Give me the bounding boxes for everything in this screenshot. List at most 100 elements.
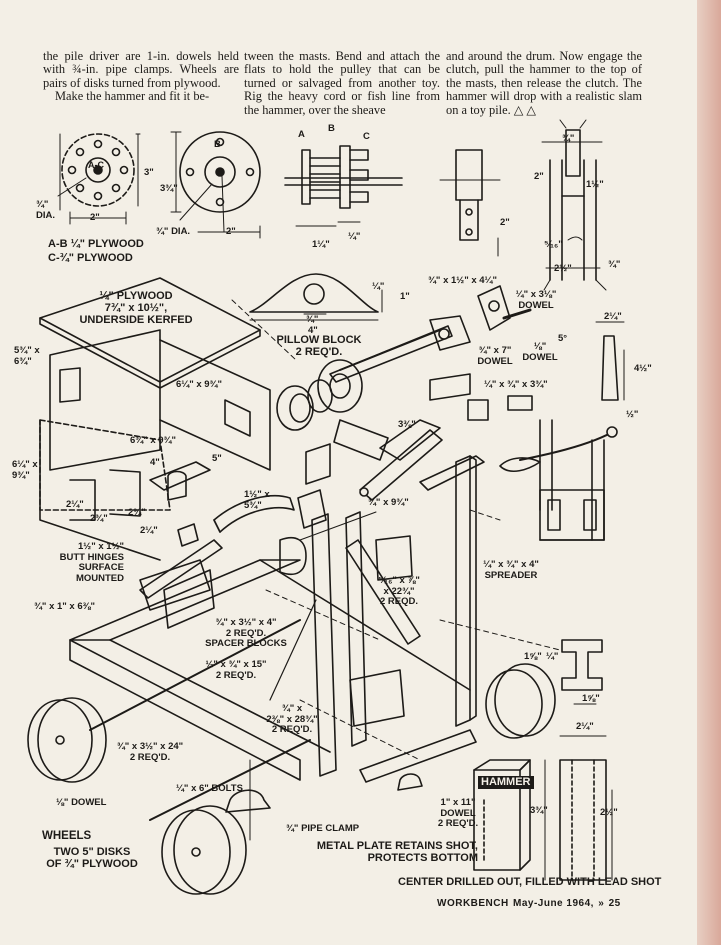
- drum-part-c-label: C: [363, 131, 370, 142]
- metal-plate-note: METAL PLATE RETAINS SHOT, PROTECTS BOTTO…: [316, 840, 478, 864]
- wheels-spec: TWO 5" DISKS OF ¾" PLYWOOD: [46, 846, 138, 870]
- curved-block-drawing: [149, 461, 295, 547]
- assembly-guide-lines: [231, 299, 561, 761]
- article-column-3: and around the drum. Now engage the clut…: [446, 49, 642, 117]
- window-3-label: 2¾": [128, 507, 146, 518]
- article-col2-para: tween the masts. Bend and attach the fla…: [244, 49, 440, 117]
- lever-length-label: 3⅜": [398, 419, 416, 430]
- disk-b-label: B: [214, 139, 221, 150]
- disk-b-width-label: 2": [226, 226, 236, 237]
- drum-side-view: [284, 145, 403, 227]
- plywood-ab-spec: A-B ¼" PLYWOOD: [48, 238, 144, 250]
- hammer-head-width-label: 1⅝": [524, 651, 542, 662]
- cab-side-spec: 5¾" x 6¾": [14, 345, 40, 367]
- cab-panels: [39, 329, 271, 561]
- crank-arm-spec: ¾" x 1½" x 4¼": [428, 275, 497, 286]
- article-col3-para: and around the drum. Now engage the clut…: [446, 49, 642, 117]
- pipe-clamp-spec: ¾" PIPE CLAMP: [286, 823, 360, 834]
- butt-hinges-spec: 1½" x 1½" BUTT HINGES SURFACE MOUNTED: [59, 541, 124, 584]
- issue-date: May-June 1964,: [513, 898, 594, 909]
- drum-flange-label: ¼": [348, 231, 361, 242]
- disk-b-drawing: [170, 131, 261, 239]
- base-frame: [69, 539, 471, 781]
- brake-height-label: 4½": [634, 363, 652, 374]
- cab-opening-width-label: 4": [150, 457, 160, 468]
- disk-hole-dia-label: ¾" DIA.: [36, 199, 55, 221]
- brace-spec: ½" x ¾" x 15" 2 REQ'D.: [205, 659, 267, 681]
- brake-lever-drawing: [297, 419, 443, 529]
- clutch-elevation: [499, 321, 625, 541]
- axle-dowel-spec: 1" x 11" DOWEL 2 REQ'D.: [437, 797, 479, 829]
- hammer-height-label: 3¾": [530, 805, 548, 816]
- brake-width-label: 2¼": [604, 311, 622, 322]
- clutch-depth-label: 1½": [586, 179, 604, 190]
- axle-pin-spec: ⅛" DOWEL: [56, 797, 107, 808]
- pillow-block-hole-label: ¾": [306, 314, 319, 325]
- disk-ac-height-label: 3": [144, 167, 154, 178]
- window-4-label: 2¼": [140, 525, 158, 536]
- mast-top-detail: [541, 119, 607, 291]
- cab-back-spec: 6¼" x 9¾": [176, 379, 222, 390]
- drum-part-b-label: B: [328, 123, 335, 134]
- clutch-detail-drawing: [439, 149, 501, 257]
- hammer-slot-label: ¼": [546, 651, 559, 662]
- mast-spacing-label: 2½": [554, 263, 572, 274]
- hammer-elevation: [544, 639, 613, 881]
- brake-strap-spec: ¼" x ¾" x 3¾": [484, 379, 548, 390]
- mast-thickness-label: ¾": [608, 259, 621, 270]
- hammer-cavity-label: 2½": [600, 807, 618, 818]
- cab-front-spec: 6¾" x 9¾": [130, 435, 176, 446]
- pillow-block-title: PILLOW BLOCK 2 REQ'D.: [276, 334, 362, 358]
- clutch-height-label: 2": [534, 171, 544, 182]
- article-col1-para2: Make the hammer and fit it be-: [55, 89, 210, 104]
- pillow-block-drawing: [249, 273, 383, 321]
- disk-ac-drawing: [57, 133, 141, 225]
- pillow-block-thick-label: ¼": [372, 281, 385, 292]
- mast-spec: ¾" x 2⅜" x 28¾" 2 REQ'D.: [266, 703, 318, 735]
- window-2-label: 2¾": [90, 513, 108, 524]
- guide-strip-spec: ⁵⁄₁₆" x ⅞" x 22¾" 2 REQD.: [378, 575, 420, 607]
- drum-shaft-dowel-spec: ¾" x 7" DOWEL: [477, 345, 513, 367]
- cab-opening-height-label: 5": [212, 453, 222, 464]
- lever-arm-spec: ¾" x 9¾": [368, 497, 409, 508]
- article-column-2: tween the masts. Bend and attach the fla…: [244, 49, 440, 117]
- crank-handle-dowel-spec: ¼" x 3⅛" DOWEL: [515, 289, 557, 311]
- pin-dowel-spec: ⅛" DOWEL: [522, 341, 558, 363]
- drum-shaft-assembly: [276, 285, 533, 461]
- pillow-block-height-label: 1": [400, 291, 410, 302]
- bolts-spec: ¼" x 6" BOLTS: [176, 783, 243, 794]
- wheels-drawing: [27, 619, 556, 895]
- drum-part-a-label: A: [298, 129, 305, 140]
- disk-b-height-label: 3¾": [160, 183, 178, 194]
- page-edge: [697, 0, 721, 945]
- lead-shot-note: CENTER DRILLED OUT, FILLED WITH LEAD SHO…: [398, 876, 662, 888]
- top-plywood-spec: ¼" PLYWOOD 7¾" x 10½", UNDERSIDE KERFED: [79, 290, 193, 326]
- article-column-1: the pile driver are 1-in. dowels held wi…: [43, 49, 239, 104]
- spreader-drawing: [419, 455, 485, 727]
- base-rail-spec: ¾" x 3½" x 24" 2 REQ'D.: [116, 741, 184, 763]
- disk-ac-width-label: 2": [90, 212, 100, 223]
- brake-angle-label: 5°: [558, 333, 568, 344]
- hammer-slot-width-label: 1⅝": [582, 693, 600, 704]
- drum-length-label: 1¼": [312, 239, 330, 250]
- plywood-c-spec: C-¾" PLYWOOD: [48, 252, 133, 264]
- clutch-width-label: ¾": [562, 133, 575, 144]
- magazine-name: WORKBENCH: [437, 898, 509, 909]
- hammer-title: HAMMER: [478, 776, 534, 789]
- disk-b-dia-label: ¾" DIA.: [156, 226, 191, 237]
- wheels-title: WHEELS: [42, 830, 92, 842]
- disk-ac-label: A-C: [88, 160, 104, 170]
- hammer-drawing: [473, 759, 531, 871]
- page-footer: WORKBENCH May-June 1964, » 25: [437, 898, 621, 909]
- cab-rail-spec: ¾" x 1" x 6⅜": [34, 601, 96, 612]
- curved-block-spec: 1½" x 5¾": [244, 489, 270, 511]
- pillow-block-length-label: 4": [308, 325, 318, 336]
- clutch-gap-label: ⁵⁄₁₆": [544, 239, 563, 250]
- article-col1-para1: the pile driver are 1-in. dowels held wi…: [43, 49, 239, 90]
- cab-side2-spec: 6¼" x 9¾": [12, 459, 38, 481]
- spacer-blocks-spec: ¾" x 3½" x 4" 2 REQ'D. SPACER BLOCKS: [205, 617, 287, 649]
- footer-separator: »: [598, 898, 605, 909]
- masts: [269, 511, 421, 777]
- page-number: 25: [608, 898, 621, 909]
